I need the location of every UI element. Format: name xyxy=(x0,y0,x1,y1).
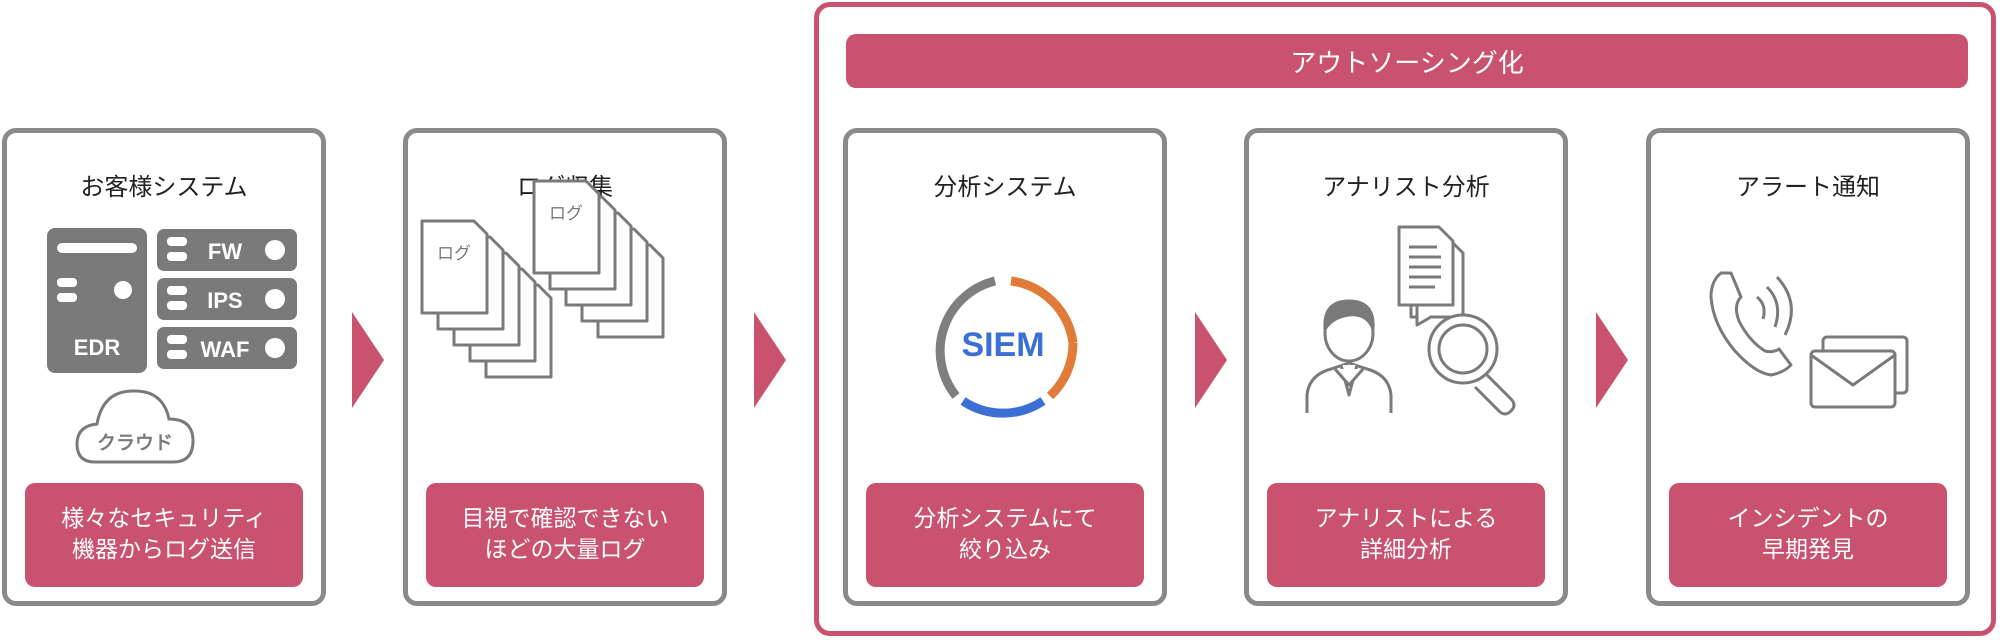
siem-ring-icon: SIEM xyxy=(935,276,1078,418)
analyst-person-icon xyxy=(1305,299,1393,413)
outsourcing-banner: アウトソーシング化 xyxy=(846,34,1968,88)
waf-appliance-icon: WAF xyxy=(157,327,297,369)
step-title: アナリスト分析 xyxy=(1322,173,1490,201)
step-title: お客様システム xyxy=(80,173,248,201)
step-card-alert-notification: アラート通知 インシデントの 早期発見 xyxy=(1646,128,1970,606)
magnifier-icon xyxy=(1427,313,1516,416)
mail-icon xyxy=(1809,335,1909,409)
ips-appliance-icon: IPS xyxy=(157,278,297,320)
step-card-log-collection: ログ収集 ログ ログ 目視で確認できない ほどの大量ログ xyxy=(403,128,727,606)
siem-label: SIEM xyxy=(961,326,1044,364)
log-label: ログ xyxy=(437,244,471,264)
fw-appliance-icon: FW xyxy=(157,229,297,271)
log-label: ログ xyxy=(549,204,583,224)
flow-arrow-icon xyxy=(352,312,384,408)
document-icon xyxy=(1397,225,1465,327)
step-title: 分析システム xyxy=(933,173,1077,201)
fw-label: FW xyxy=(208,239,242,264)
step-description: 様々なセキュリティ 機器からログ送信 xyxy=(25,483,303,587)
step-description: 分析システムにて 絞り込み xyxy=(866,483,1144,587)
ips-label: IPS xyxy=(207,288,242,313)
step-card-customer-system: お客様システム EDR FW IPS xyxy=(2,128,326,606)
flow-arrow-icon xyxy=(1195,312,1227,408)
edr-label: EDR xyxy=(74,335,121,360)
outsourcing-frame xyxy=(814,2,1996,636)
flow-arrow-icon xyxy=(754,312,786,408)
step-card-analyst-analysis: アナリスト分析 アナリストによる 詳細分析 xyxy=(1244,128,1568,606)
step-title: アラート通知 xyxy=(1736,173,1880,201)
log-documents-icon: ログ ログ xyxy=(420,179,665,379)
step-card-analysis-system: 分析システム SIEM 分析システムにて 絞り込み xyxy=(843,128,1167,606)
step-description: インシデントの 早期発見 xyxy=(1669,483,1947,587)
phone-icon xyxy=(1709,271,1793,377)
cloud-label: クラウド xyxy=(97,432,173,454)
step-description: アナリストによる 詳細分析 xyxy=(1267,483,1545,587)
flow-arrow-icon xyxy=(1596,312,1628,408)
customer-system-icon: EDR FW IPS WAF クラウド xyxy=(47,228,297,464)
cloud-icon: クラウド xyxy=(75,389,195,464)
edr-server-icon: EDR xyxy=(47,228,147,373)
step-description: 目視で確認できない ほどの大量ログ xyxy=(426,483,704,587)
waf-label: WAF xyxy=(201,337,250,362)
